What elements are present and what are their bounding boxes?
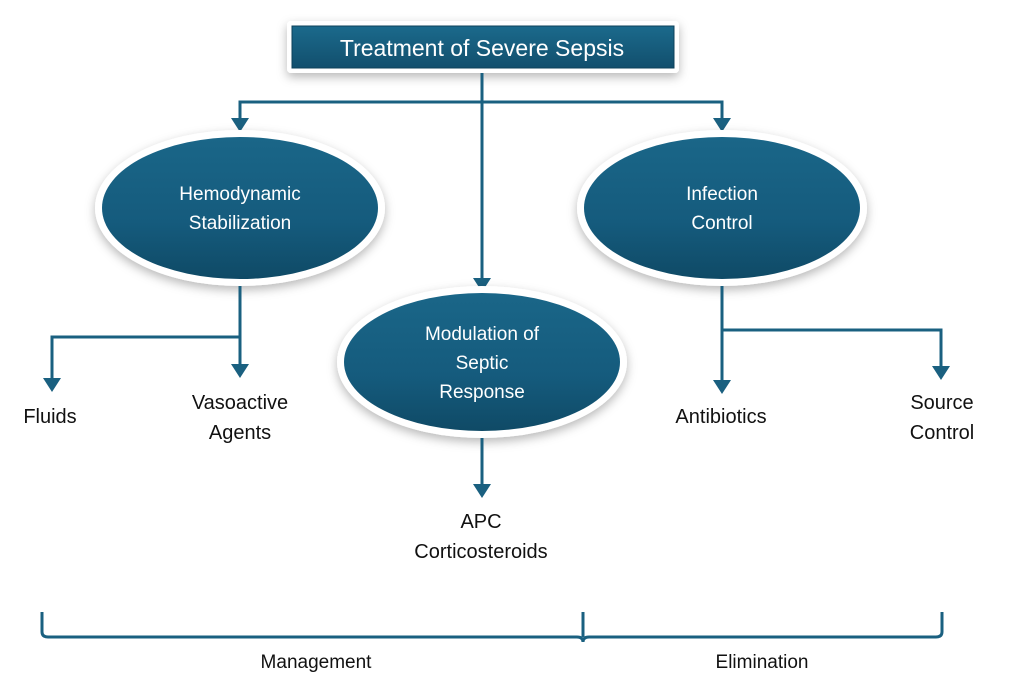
- arrow-to-modulation: [473, 278, 491, 292]
- arrow-to-fluids: [43, 378, 61, 392]
- node-label-line: Response: [439, 382, 525, 403]
- node-label-line: Modulation of: [425, 324, 540, 345]
- leaf-apc-corticosteroids: APC Corticosteroids: [414, 511, 547, 563]
- arrow-to-vasoactive: [231, 364, 249, 378]
- node-label-line: Control: [691, 213, 752, 234]
- leaf-antibiotics: Antibiotics: [675, 406, 766, 428]
- leaf-label: Control: [910, 422, 974, 444]
- node-label-line: Hemodynamic: [179, 184, 300, 205]
- arrow-to-source-control: [932, 366, 950, 380]
- node-infection-control: Infection Control: [577, 130, 867, 286]
- leaf-source-control: Source Control: [910, 392, 974, 444]
- connector-to-fluids: [50, 335, 240, 380]
- group-brackets: Management Elimination: [40, 612, 944, 673]
- leaf-label: Antibiotics: [675, 406, 766, 428]
- node-label-line: Stabilization: [189, 213, 291, 234]
- oval-shape: [584, 137, 860, 279]
- arrow-to-antibiotics: [713, 380, 731, 394]
- node-modulation-septic-response: Modulation of Septic Response: [337, 286, 627, 438]
- arrow-to-infection: [713, 118, 731, 132]
- title-node: Treatment of Severe Sepsis: [287, 21, 679, 73]
- node-label-line: Septic: [456, 353, 509, 374]
- top-connectors: [231, 73, 731, 292]
- connector-to-source-control: [722, 328, 943, 368]
- node-hemodynamic-stabilization: Hemodynamic Stabilization: [95, 130, 385, 286]
- leaf-vasoactive-agents: Vasoactive Agents: [192, 392, 288, 444]
- leaf-label: Corticosteroids: [414, 541, 547, 563]
- connector-top-branch: [238, 100, 724, 120]
- leaf-label: Vasoactive: [192, 392, 288, 414]
- oval-shape: [344, 293, 620, 431]
- group-label-elimination: Elimination: [716, 652, 809, 673]
- leaf-fluids: Fluids: [23, 406, 76, 428]
- hemodynamic-connectors: [43, 286, 249, 392]
- infection-connectors: [713, 286, 950, 394]
- leaf-label: Agents: [209, 422, 271, 444]
- arrow-to-apc: [473, 484, 491, 498]
- title-box: [291, 25, 675, 69]
- modulation-connectors: [473, 438, 491, 498]
- leaf-label: Source: [910, 392, 973, 414]
- arrow-to-hemodynamic: [231, 118, 249, 132]
- oval-shape: [102, 137, 378, 279]
- bracket-line: [40, 612, 944, 643]
- node-label-line: Infection: [686, 184, 758, 205]
- leaf-label: Fluids: [23, 406, 76, 428]
- leaf-label: APC: [460, 511, 501, 533]
- title-text: Treatment of Severe Sepsis: [340, 35, 624, 61]
- group-label-management: Management: [261, 652, 373, 673]
